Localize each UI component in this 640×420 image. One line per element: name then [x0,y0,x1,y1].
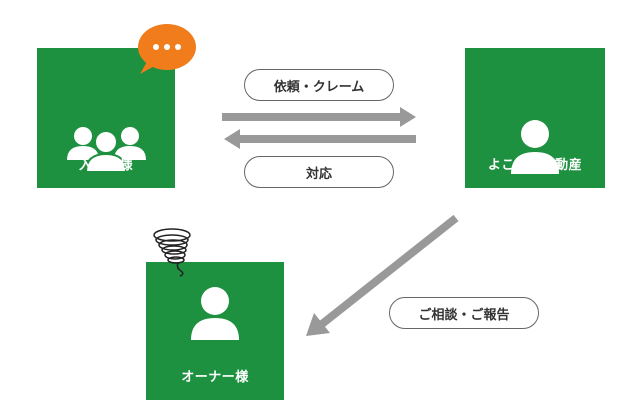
agency-label: よこはた不動産 [487,158,583,173]
agency-box: よこはた不動産 [465,48,605,188]
residents-box: 入居者様 [37,48,175,188]
owner-box: オーナー様 [146,262,284,400]
person-icon [191,287,239,340]
request-pill: 依頼・クレーム [244,69,394,101]
response-pill: 対応 [244,156,394,188]
group-people-icon [67,127,146,173]
consult-arrow [306,214,459,336]
person-icon [511,120,559,174]
response-arrow [224,129,416,149]
request-arrow [222,107,416,127]
residents-label: 入居者様 [78,158,133,173]
consult-pill: ご相談・ご報告 [389,297,539,329]
owner-label: オーナー様 [181,370,249,385]
